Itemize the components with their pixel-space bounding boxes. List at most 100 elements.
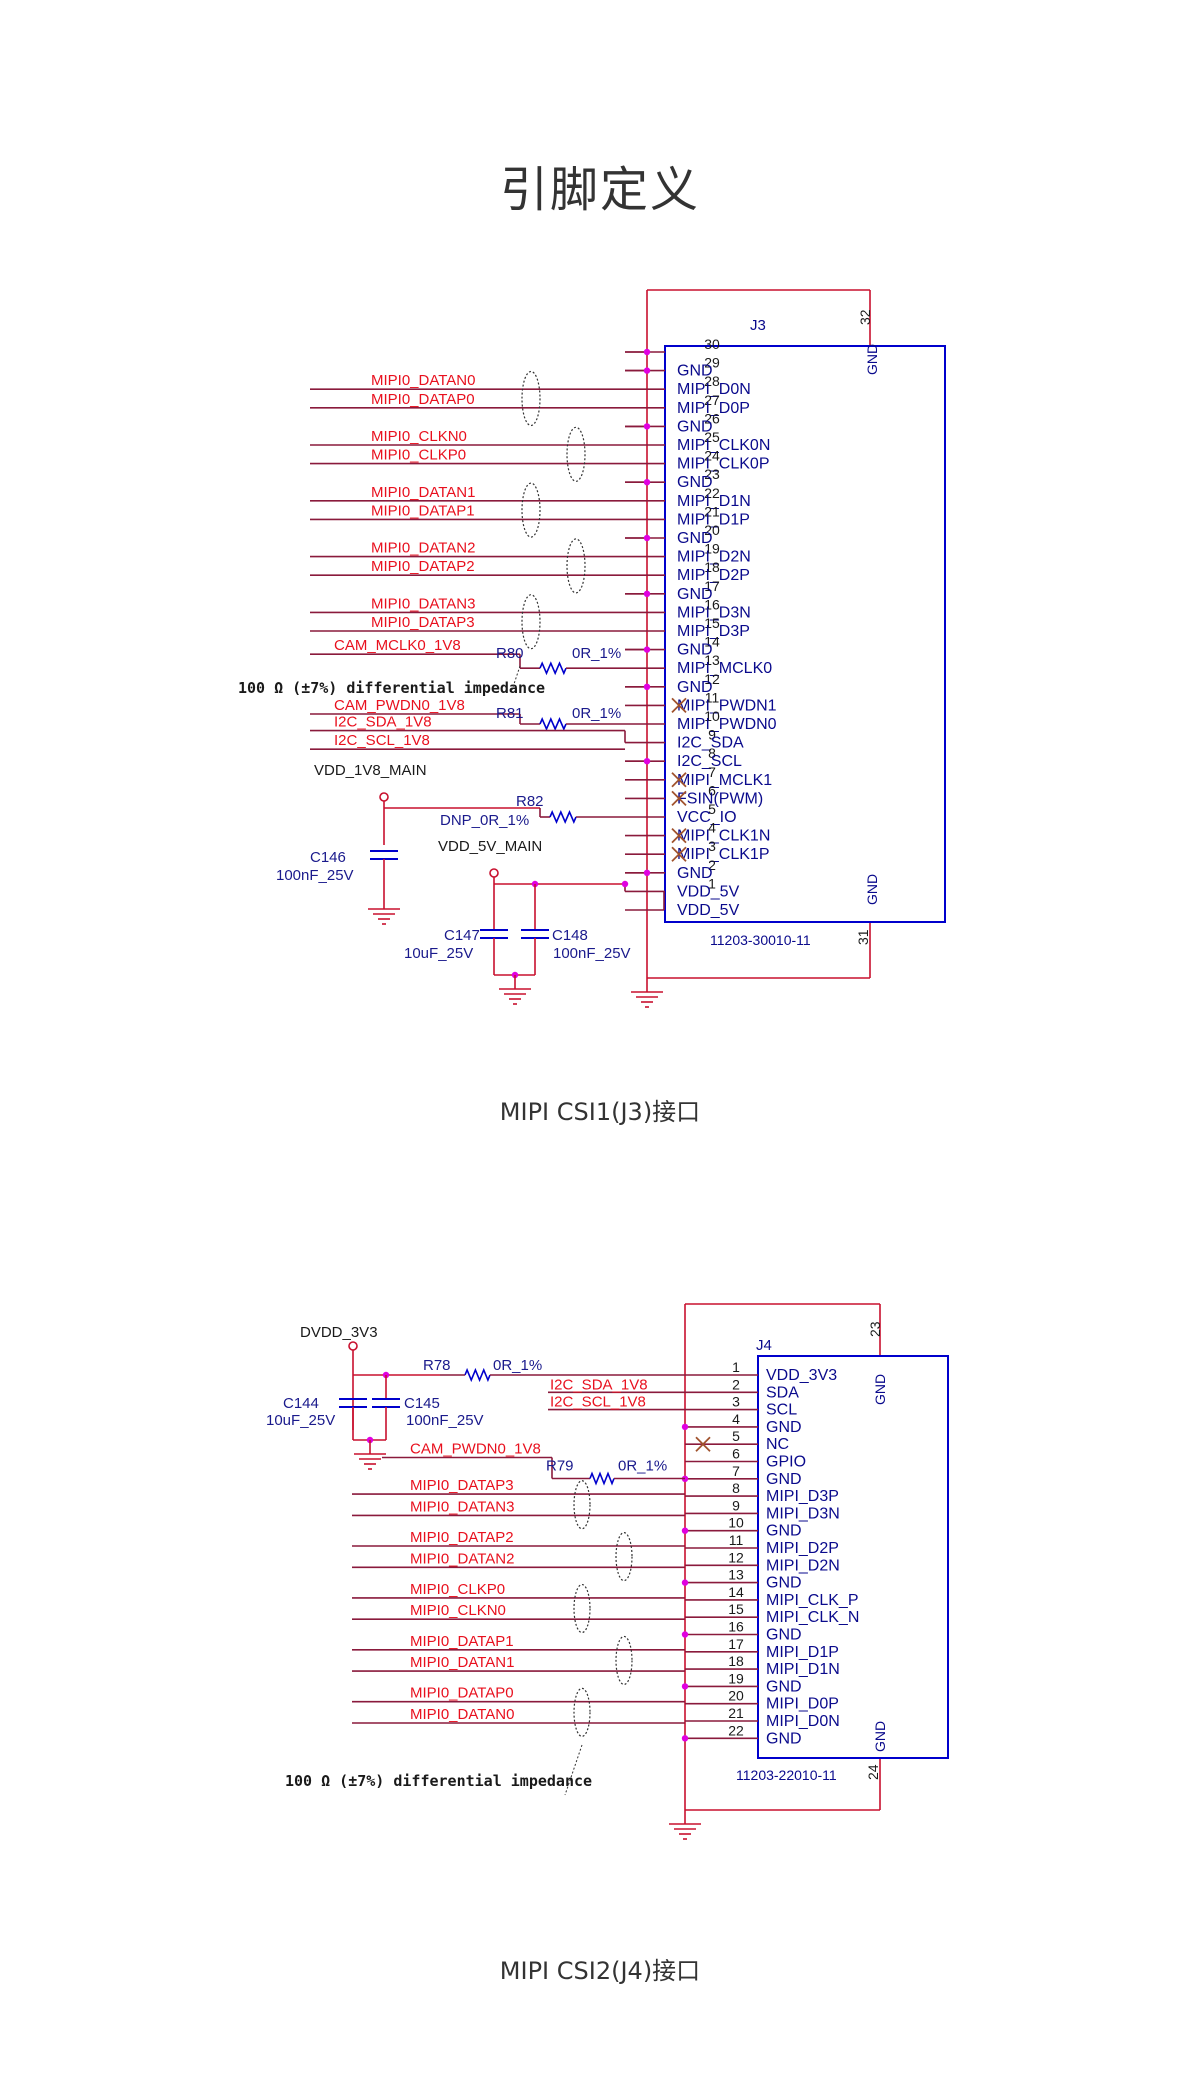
j4-net-label: I2C_SDA_1V8 [550, 1376, 648, 1393]
c147-ref: C147 [444, 927, 480, 944]
j3-net-label: MIPI0_DATAP2 [371, 558, 475, 575]
c146-value: 100nF_25V [276, 867, 354, 884]
j4-net-label: CAM_PWDN0_1V8 [410, 1441, 541, 1458]
j4-pin-name: GPIO [766, 1454, 806, 1471]
j4-pin-name: MIPI_D0P [766, 1696, 839, 1713]
j4-pin-number: 10 [728, 1515, 744, 1531]
j3-pin-name: VCC_IO [677, 809, 737, 826]
j3-net-label: MIPI0_CLKN0 [371, 428, 467, 445]
j3-net-label: MIPI0_DATAN3 [371, 595, 475, 612]
j3-pin-name: GND [677, 418, 713, 435]
diff-pair-ellipse [573, 1687, 591, 1737]
j3-pin-name: MIPI_CLK1N [677, 828, 770, 845]
r80-symbol [539, 661, 567, 676]
r81-ref: R81 [496, 705, 524, 722]
no-connect-mark [671, 827, 687, 844]
j3-pin-number: 7 [708, 764, 716, 780]
j3-pin-number: 16 [704, 596, 720, 612]
j3-gnd-junction [643, 534, 651, 542]
j4-pin-number: 6 [732, 1446, 740, 1462]
j4-pin-number: 7 [732, 1463, 740, 1479]
j3-gnd-label: GND [864, 874, 880, 905]
j4-pin-name: MIPI_D1P [766, 1644, 839, 1661]
j3-pin-name: MIPI_D0N [677, 381, 751, 398]
dvdd-3v3-label: DVDD_3V3 [300, 1324, 378, 1341]
j3-impedance-note: 100 Ω (±7%) differential impedance [238, 679, 545, 697]
j3-pin-name: MIPI_CLK1P [677, 846, 769, 863]
j3-gnd-junction [643, 869, 651, 876]
j3-pin-number: 31 [855, 929, 871, 945]
j3-pin-name: GND [677, 586, 713, 603]
no-connect-mark [671, 772, 687, 788]
j3-pin-name: MIPI_PWDN1 [677, 697, 777, 714]
j3-net-label: MIPI0_DATAP3 [371, 614, 475, 631]
j3-pin-number: 5 [708, 801, 716, 817]
r79-symbol [589, 1471, 615, 1486]
j3-pin-number: 17 [704, 578, 720, 594]
vdd-1v8-label: VDD_1V8_MAIN [314, 762, 427, 779]
j4-pin-name: MIPI_D1N [766, 1661, 840, 1678]
j4-pin-name: GND [766, 1523, 802, 1540]
j4-gnd-junction [681, 1683, 689, 1690]
j4-pin-name: GND [766, 1419, 802, 1436]
j3-pin-number: 21 [704, 503, 720, 519]
j3-net-label: CAM_MCLK0_1V8 [334, 637, 461, 654]
j3-pin-number: 10 [704, 708, 720, 724]
j4-gnd-junction [681, 1423, 689, 1431]
j3-pin-number: 27 [704, 392, 720, 408]
j3-gnd-junction [643, 590, 651, 597]
r82-ref: R82 [516, 793, 544, 810]
j4-pin-number: 16 [728, 1619, 744, 1635]
j3-pin-name: FSIN(PWM) [677, 790, 763, 807]
j3-pin-number: 9 [708, 727, 716, 743]
r80-value: 0R_1% [572, 645, 621, 662]
j3-pin-name: GND [677, 530, 713, 547]
j4-pin-number: 20 [728, 1688, 744, 1704]
j3-pin-name: GND [677, 474, 713, 491]
j4-pin-name: GND [766, 1730, 802, 1747]
j4-pin-number: 8 [732, 1480, 740, 1496]
j4-net-label: MIPI0_DATAN2 [410, 1550, 514, 1567]
c144-ref: C144 [283, 1395, 319, 1412]
diff-pair-ellipse [615, 1532, 633, 1582]
j3-net-label: I2C_SDA_1V8 [334, 714, 432, 731]
j4-pin-name: GND [766, 1678, 802, 1695]
r81-symbol [539, 716, 567, 732]
r80-ref: R80 [496, 645, 524, 662]
j3-pin-number: 15 [704, 615, 720, 631]
j3-pin-name: MIPI_D1P [677, 511, 750, 528]
j3-pin-name: MIPI_CLK0P [677, 456, 769, 473]
no-connect-mark [695, 1436, 711, 1452]
c146-ref: C146 [310, 849, 346, 866]
j3-pin-name: MIPI_D2P [677, 567, 750, 584]
r78-symbol [464, 1367, 491, 1383]
j3-pin-name: GND [677, 865, 713, 882]
j4-net-label: MIPI0_CLKN0 [410, 1602, 506, 1619]
j3-pin-number: 28 [704, 373, 720, 389]
j3-net-label: MIPI0_DATAN2 [371, 540, 475, 557]
j4-pin-number: 1 [732, 1359, 740, 1375]
j3-gnd-junction [643, 423, 651, 430]
j3-pin-name: MIPI_D1N [677, 493, 751, 510]
j3-pin-name: MIPI_MCLK0 [677, 660, 772, 677]
r78-value: 0R_1% [493, 1357, 542, 1374]
j4-pin-number: 3 [732, 1394, 740, 1410]
j4-pin-number: 22 [728, 1722, 744, 1738]
power-port [489, 868, 499, 878]
j3-pin-number: 6 [708, 782, 716, 798]
j4-pin-name: MIPI_D0N [766, 1713, 840, 1730]
j3-pin-name: MIPI_CLK0N [677, 437, 770, 454]
j3-pin-name: VDD_5V [677, 902, 740, 919]
j4-net-label: MIPI0_CLKP0 [410, 1581, 505, 1598]
j4-gnd-junction [681, 1631, 689, 1638]
j4-pin-number: 5 [732, 1428, 740, 1444]
j3-pin-number: 20 [704, 522, 720, 538]
j4-pin-number: 14 [728, 1584, 744, 1600]
j4-pin-name: MIPI_CLK_N [766, 1609, 859, 1626]
j4-pin-name: GND [766, 1471, 802, 1488]
j4-gnd-junction [681, 1735, 689, 1742]
diff-pair-ellipse [521, 482, 541, 538]
j3-5v-junction [621, 880, 629, 888]
j4-pin-number: 24 [865, 1764, 881, 1780]
j4-pin-name: MIPI_D3P [766, 1488, 839, 1505]
